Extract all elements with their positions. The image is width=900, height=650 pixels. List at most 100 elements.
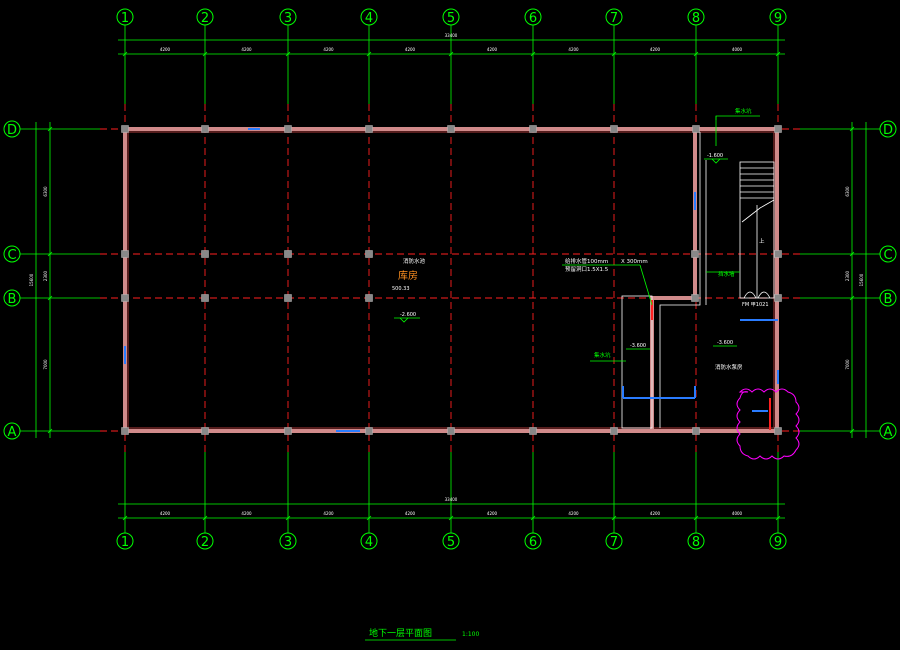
- column-11: [529, 125, 537, 133]
- column-22: [284, 294, 292, 302]
- axis-label: A: [884, 425, 893, 440]
- structural-columns: [121, 125, 782, 435]
- drawing-scale: 1:100: [462, 631, 479, 638]
- column-21: [284, 250, 292, 258]
- dim-total: 15600: [29, 273, 34, 286]
- dim-segment: 4200: [650, 511, 661, 516]
- pipe-note-2: 预留洞口1.5X1.5: [565, 265, 609, 273]
- axis-label: 3: [284, 11, 292, 26]
- door-swing-icon: [743, 291, 771, 299]
- elevation-marker-icon: [399, 317, 409, 323]
- column-26: [121, 294, 129, 302]
- axis-label: 5: [447, 535, 455, 550]
- column-7: [365, 125, 373, 133]
- axis-label: 8: [692, 535, 700, 550]
- dim-segment: 4200: [405, 47, 416, 52]
- axis-bubble-6-bottom: 6: [524, 452, 542, 550]
- axis-label: 1: [121, 535, 129, 550]
- axis-label: 4: [365, 11, 373, 26]
- column-3: [201, 125, 209, 133]
- drawing-title: 地下一层平面图: [369, 627, 432, 639]
- column-30: [774, 294, 782, 302]
- dim-segment: 4200: [650, 47, 661, 52]
- axis-label: 9: [774, 535, 782, 550]
- interior-walls: 上 FM 甲1021: [621, 129, 775, 431]
- dim-segment: 7000: [845, 359, 850, 370]
- column-20: [201, 294, 209, 302]
- axis-label: B: [8, 292, 17, 307]
- axis-label: 4: [365, 535, 373, 550]
- axis-bubble-7-top: 7: [605, 8, 623, 104]
- dim-segment: 4200: [568, 511, 579, 516]
- axis-bubble-4-top: 4: [360, 8, 378, 104]
- column-6: [284, 427, 292, 435]
- axis-bubble-C-right: C: [800, 245, 897, 263]
- axis-bubble-7-bottom: 7: [605, 452, 623, 550]
- room-note-top: 消防水池: [403, 257, 426, 265]
- axis-label: 2: [201, 11, 209, 26]
- axis-bubble-D-right: D: [800, 120, 897, 138]
- column-17: [774, 125, 782, 133]
- room-annotations: 消防水池 库房 500.33 -2.600 给排水管100mm 预留洞口1.5X…: [392, 107, 760, 371]
- column-15: [692, 125, 700, 133]
- floor-elevation-main: -2.600: [400, 312, 416, 318]
- column-12: [529, 427, 537, 435]
- dim-segment: 4200: [405, 511, 416, 516]
- dim-total: 15600: [859, 273, 864, 286]
- axis-label: 2: [201, 535, 209, 550]
- axis-label: 8: [692, 11, 700, 26]
- stair-up-label: 上: [759, 237, 765, 245]
- dim-segment: 4200: [323, 47, 334, 52]
- axis-label: 6: [529, 11, 537, 26]
- stair: 上 FM 甲1021: [739, 161, 775, 308]
- dim-total: 33400: [445, 33, 458, 38]
- axis-bubble-5-bottom: 5: [442, 452, 460, 550]
- axis-bubble-3-bottom: 3: [279, 452, 297, 550]
- axis-label: 5: [447, 11, 455, 26]
- axis-bubble-D-left: D: [3, 120, 100, 138]
- pump-elevation: -3.600: [717, 340, 733, 346]
- column-13: [610, 125, 618, 133]
- axis-label: 1: [121, 11, 129, 26]
- axis-label: 9: [774, 11, 782, 26]
- column-25: [121, 250, 129, 258]
- wall-note: 挡水墙: [718, 270, 735, 278]
- column-14: [610, 427, 618, 435]
- dim-segment: 4000: [732, 511, 743, 516]
- pipe-accents: [651, 300, 771, 430]
- dim-segment: 4200: [323, 511, 334, 516]
- axis-bubble-2-bottom: 2: [196, 452, 214, 550]
- axis-bubble-6-top: 6: [524, 8, 542, 104]
- dim-segment: 6300: [43, 186, 48, 197]
- room-area: 500.33: [392, 286, 410, 292]
- collect-well-label-mid: 集水坑: [594, 351, 611, 359]
- axis-bubble-1-bottom: 1: [116, 452, 134, 550]
- column-24: [365, 294, 373, 302]
- dim-segment: 2300: [845, 270, 850, 281]
- axis-bubble-9-bottom: 9: [769, 452, 787, 550]
- axis-bubble-2-top: 2: [196, 8, 214, 104]
- axis-bubble-8-top: 8: [687, 8, 705, 104]
- axis-label: C: [883, 248, 892, 263]
- drawing-title-block: 地下一层平面图 1:100: [365, 627, 479, 641]
- dim-segment: 7000: [43, 359, 48, 370]
- axis-bubble-8-bottom: 8: [687, 452, 705, 550]
- axis-bubble-B-left: B: [3, 289, 100, 307]
- axis-bubble-4-bottom: 4: [360, 452, 378, 550]
- column-27: [691, 250, 699, 258]
- pump-room-label: 消防水泵房: [715, 363, 743, 371]
- axis-bubble-C-left: C: [3, 245, 100, 263]
- column-9: [447, 125, 455, 133]
- dim-segment: 4200: [568, 47, 579, 52]
- dim-segment: 6300: [845, 186, 850, 197]
- axis-bubble-3-top: 3: [279, 8, 297, 104]
- dim-segment: 4200: [160, 47, 171, 52]
- collect-well-label-top: 集水坑: [735, 107, 752, 115]
- dim-segment: 2300: [43, 270, 48, 281]
- axis-bubble-A-left: A: [3, 422, 100, 440]
- column-29: [774, 250, 782, 258]
- pipe-note-1: 给排水管100mm: [565, 257, 608, 265]
